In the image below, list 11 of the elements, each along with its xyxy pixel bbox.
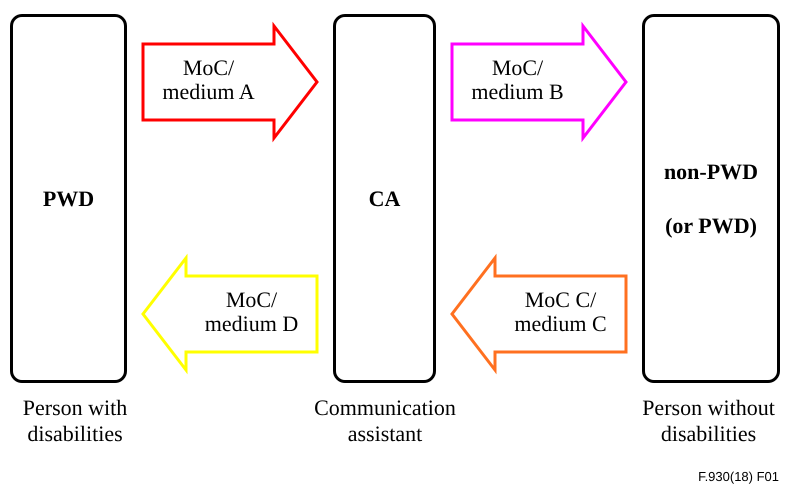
entity-box (10, 14, 127, 383)
node-title: PWD (42, 186, 94, 210)
entity-box (333, 14, 436, 383)
node-title: CA (368, 186, 400, 210)
node-title: (or PWD) (665, 214, 757, 238)
entity-box (642, 14, 780, 383)
figure-number: F.930(18) F01 (698, 469, 779, 485)
node-caption: Person with disabilities (22, 395, 128, 447)
node-caption: Person without disabilities (641, 395, 776, 447)
node-title: non-PWD (664, 160, 758, 184)
node-caption: Communication assistant (313, 395, 457, 447)
